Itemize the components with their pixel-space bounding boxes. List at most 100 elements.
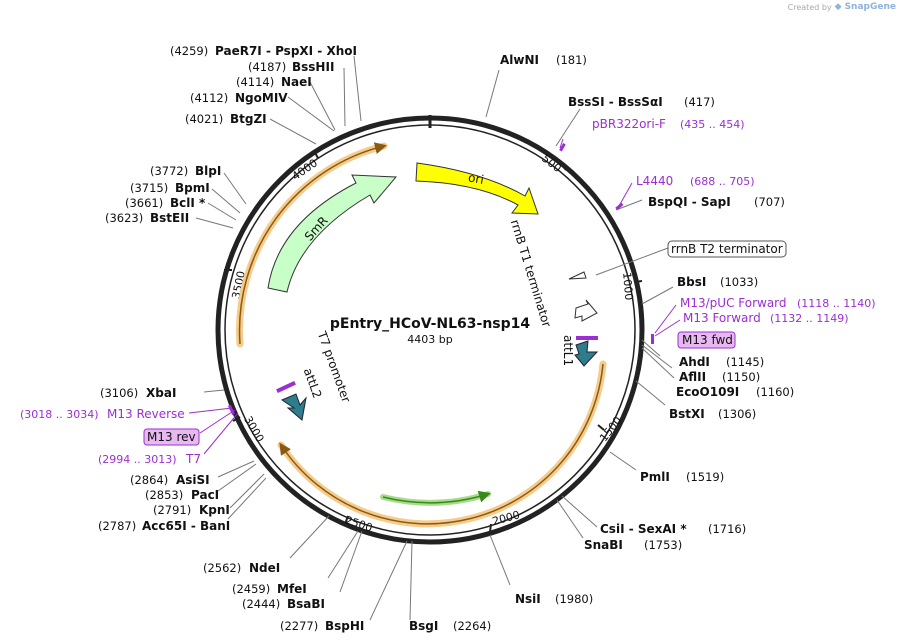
primer-labels: pBR322ori-F (435 .. 454) L4440 (688 .. 7…: [20, 117, 876, 466]
primer-m13puc-name[interactable]: M13/pUC Forward: [680, 296, 787, 310]
m13-reverse-mark: [227, 404, 235, 415]
site-bbsi[interactable]: BbsI: [677, 275, 706, 289]
site-alwni[interactable]: AlwNI: [500, 53, 539, 67]
rrnb-t1-label: rrnB T1 terminator: [508, 218, 554, 329]
site-bsgi-pos: (2264): [453, 619, 491, 633]
site-alwni-pos: (181): [556, 53, 587, 67]
site-asisi-pos: (2864): [130, 473, 168, 487]
site-bspqi[interactable]: BspQI - SapI: [648, 195, 731, 209]
site-mfei-pos: (2459): [232, 582, 270, 596]
primer-t7-name[interactable]: T7: [185, 452, 201, 466]
site-naei-pos: (4114): [236, 75, 274, 89]
site-bcli-pos: (3661): [125, 196, 163, 210]
site-naei[interactable]: NaeI: [281, 75, 312, 89]
site-pmli[interactable]: PmlI: [640, 470, 670, 484]
m13-rev-label: M13 rev: [147, 430, 196, 444]
site-bsgi[interactable]: BsgI: [409, 619, 438, 633]
site-nsii[interactable]: NsiI: [515, 592, 541, 606]
site-ndei[interactable]: NdeI: [249, 561, 280, 575]
site-bspqi-pos: (707): [754, 195, 785, 209]
l4440-primer-mark: [615, 202, 624, 211]
primer-m13rev-name[interactable]: M13 Reverse: [107, 407, 185, 421]
site-ahdi-pos: (1145): [726, 355, 764, 369]
attl1-label: attL1: [561, 335, 575, 366]
snapgene-logo-icon: ◆: [834, 2, 842, 12]
rrnb-t2-label: rrnB T2 terminator: [671, 242, 783, 256]
primer-pbr322-name[interactable]: pBR322ori-F: [592, 117, 666, 131]
credit-brand: SnapGene: [844, 2, 896, 12]
primer-pbr322-range: (435 .. 454): [680, 118, 745, 131]
site-bsshii[interactable]: BssHII: [292, 60, 334, 74]
site-bsssi-pos: (417): [684, 95, 715, 109]
ori-feature[interactable]: [415, 162, 539, 215]
attl2-feature[interactable]: [280, 393, 307, 421]
site-ngomiv-pos: (4112): [190, 91, 228, 105]
site-asisi[interactable]: AsiSI: [176, 473, 210, 487]
primer-l4440-range: (688 .. 705): [690, 175, 755, 188]
site-bsabi[interactable]: BsaBI: [287, 597, 325, 611]
site-blpi[interactable]: BlpI: [195, 164, 221, 178]
m13-fwd-box[interactable]: [677, 331, 736, 349]
credit-prefix: Created by: [787, 2, 832, 12]
m13-fwd-primer-bar: [576, 336, 598, 340]
primer-l4440-name[interactable]: L4440: [636, 174, 673, 188]
site-bpmi-pos: (3715): [130, 181, 168, 195]
primer-leaders: [188, 138, 681, 455]
sites-left: (2787) Acc65I - BanI (2791) KpnI (2853) …: [98, 44, 357, 533]
site-paer7i[interactable]: PaeR7I - PspXI - XhoI: [215, 44, 357, 58]
site-bsshii-pos: (4187): [248, 60, 286, 74]
snapgene-credit: Created by ◆ SnapGene: [788, 2, 896, 12]
site-aflii[interactable]: AflII: [679, 370, 706, 384]
site-csii[interactable]: CsiI - SexAI *: [600, 522, 687, 536]
site-kpni[interactable]: KpnI: [199, 503, 230, 517]
ori-label: ori: [467, 170, 485, 186]
rrnb-t2-box: [667, 240, 787, 258]
site-bsabi-pos: (2444): [242, 597, 280, 611]
plasmid-length: 4403 bp: [407, 333, 452, 346]
primer-m13puc-range: (1118 .. 1140): [797, 297, 876, 310]
m13-fwd-label: M13 fwd: [682, 333, 733, 347]
smr-feature[interactable]: [267, 174, 398, 293]
rrnb-t1-feature[interactable]: [574, 299, 598, 322]
site-csii-pos: (1716): [708, 522, 746, 536]
site-bsphi[interactable]: BspHI: [325, 619, 364, 633]
site-ecoo109i[interactable]: EcoO109I: [676, 385, 739, 399]
leader-lines: [195, 55, 675, 621]
sites-bottom: BsgI (2264) (2277) BspHI (2444) BsaBI (2…: [203, 561, 491, 633]
site-bbsi-pos: (1033): [720, 275, 758, 289]
attl1-feature[interactable]: [574, 340, 599, 367]
rrnb-t2-feature[interactable]: [568, 271, 587, 280]
site-bcli[interactable]: BclI *: [170, 196, 206, 210]
site-bstxi[interactable]: BstXI: [669, 407, 705, 421]
site-btgzi[interactable]: BtgZI: [230, 112, 267, 126]
site-acc65i-pos: (2787): [98, 519, 136, 533]
primer-m13fwd-name[interactable]: M13 Forward: [683, 311, 761, 325]
site-blpi-pos: (3772): [150, 164, 188, 178]
site-paci[interactable]: PacI: [191, 488, 219, 502]
site-ahdi[interactable]: AhdI: [679, 355, 710, 369]
site-acc65i[interactable]: Acc65I - BanI: [142, 519, 230, 533]
site-snabi[interactable]: SnaBI: [584, 538, 623, 552]
site-kpni-pos: (2791): [153, 503, 191, 517]
site-xbai-pos: (3106): [100, 386, 138, 400]
site-ngomiv[interactable]: NgoMIV: [235, 91, 288, 105]
site-xbai[interactable]: XbaI: [146, 386, 176, 400]
tick-1000: 1000: [620, 272, 635, 301]
site-bpmi[interactable]: BpmI: [175, 181, 210, 195]
primer-m13rev-range: (3018 .. 3034): [20, 408, 99, 421]
plasmid-name: pEntry_HCoV-NL63-nsp14: [330, 316, 531, 332]
m13-forward-mark: [651, 334, 654, 344]
site-mfei[interactable]: MfeI: [277, 582, 307, 596]
site-ecoo109i-pos: (1160): [756, 385, 794, 399]
m13-rev-box[interactable]: [143, 428, 200, 446]
pbr322-primer-mark: [559, 143, 566, 152]
site-pmli-pos: (1519): [686, 470, 724, 484]
site-ndei-pos: (2562): [203, 561, 241, 575]
site-bsteii[interactable]: BstEII: [150, 211, 189, 225]
primer-m13fwd-range: (1132 .. 1149): [770, 312, 849, 325]
primer-t7-range: (2994 .. 3013): [98, 453, 177, 466]
site-btgzi-pos: (4021): [185, 112, 223, 126]
attl2-label: attL2: [301, 366, 325, 400]
site-bsssi[interactable]: BssSI - BssSαI: [568, 95, 663, 109]
